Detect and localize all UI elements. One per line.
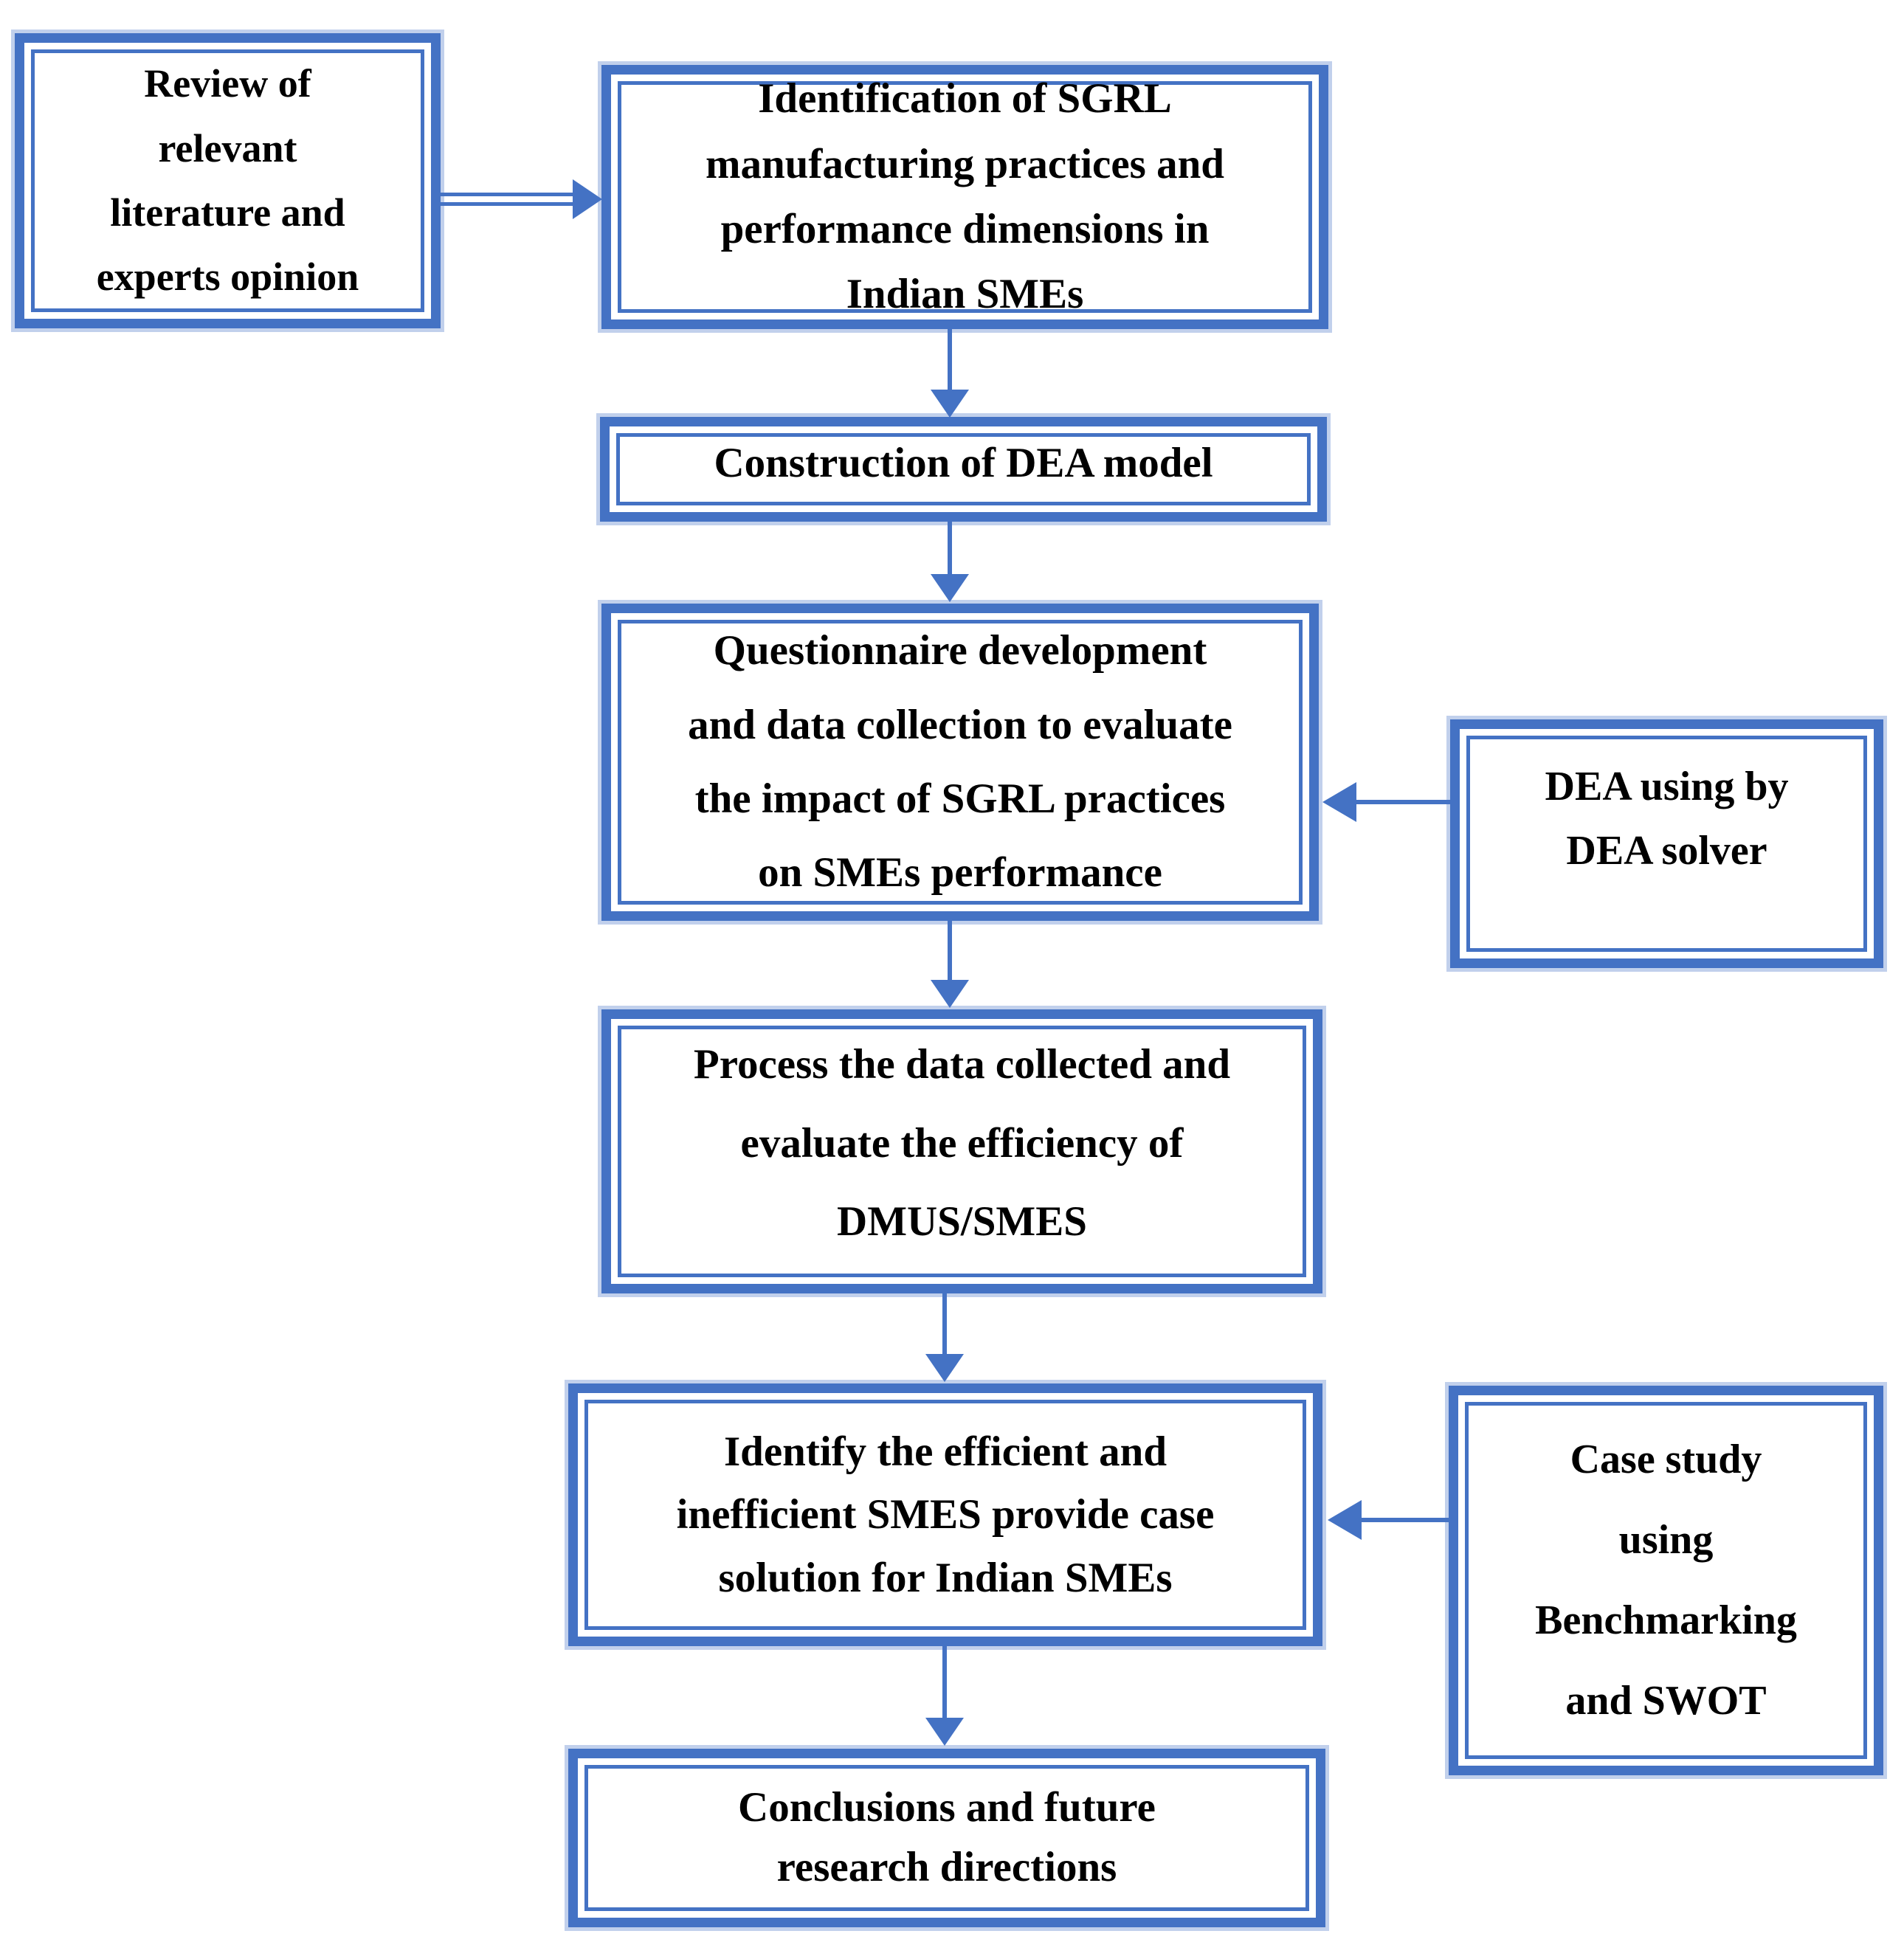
arrow-identification-to-construction-line bbox=[948, 328, 952, 393]
arrow-case-study-to-identify-head-icon bbox=[1328, 1500, 1362, 1540]
arrow-identification-to-construction-head-icon bbox=[931, 390, 969, 418]
box-text: DEA using by DEA solver bbox=[1545, 763, 1789, 874]
box-text: Review of relevant literature and expert… bbox=[96, 61, 359, 300]
box-text: Process the data collected and evaluate … bbox=[693, 1041, 1231, 1245]
box-text: Identification of SGRL manufacturing pra… bbox=[706, 75, 1224, 318]
arrow-review-to-identification-head-icon bbox=[573, 179, 602, 219]
box-inner-border: Identify the efficient and inefficient S… bbox=[584, 1400, 1306, 1630]
box-text: Construction of DEA model bbox=[714, 439, 1213, 486]
arrow-dea-solver-to-questionnaire-line bbox=[1356, 800, 1450, 804]
box-text: Case study using Benchmarking and SWOT bbox=[1535, 1436, 1797, 1724]
arrow-dea-solver-to-questionnaire-head-icon bbox=[1322, 782, 1356, 822]
box-text: Conclusions and future research directio… bbox=[738, 1784, 1156, 1890]
flowchart-box-conclusions: Conclusions and future research directio… bbox=[568, 1749, 1325, 1927]
arrow-review-to-identification-line-top bbox=[441, 193, 581, 196]
box-text: Identify the efficient and inefficient S… bbox=[676, 1428, 1215, 1601]
flowchart-box-identification-sgrl: Identification of SGRL manufacturing pra… bbox=[601, 65, 1328, 329]
flowchart-box-case-study-swot: Case study using Benchmarking and SWOT bbox=[1449, 1386, 1883, 1775]
flowchart-box-identify-efficient-smes: Identify the efficient and inefficient S… bbox=[568, 1383, 1322, 1646]
flowchart-box-review-literature: Review of relevant literature and expert… bbox=[15, 33, 441, 328]
box-inner-border: Review of relevant literature and expert… bbox=[31, 49, 424, 312]
flowchart-box-questionnaire-development: Questionnaire development and data colle… bbox=[601, 604, 1319, 921]
box-inner-border: Case study using Benchmarking and SWOT bbox=[1465, 1402, 1867, 1759]
arrow-construction-to-questionnaire-head-icon bbox=[931, 574, 969, 602]
arrow-identify-to-conclusions-line bbox=[942, 1645, 947, 1721]
box-inner-border: DEA using by DEA solver bbox=[1466, 736, 1867, 952]
box-text: Questionnaire development and data colle… bbox=[688, 627, 1232, 896]
arrow-questionnaire-to-process-line bbox=[948, 921, 952, 984]
flowchart-box-dea-solver: DEA using by DEA solver bbox=[1450, 719, 1883, 968]
arrow-identify-to-conclusions-head-icon bbox=[925, 1718, 964, 1746]
arrow-review-to-identification-line-bottom bbox=[441, 202, 581, 206]
arrow-construction-to-questionnaire-line bbox=[948, 520, 952, 578]
box-inner-border: Construction of DEA model bbox=[616, 433, 1311, 505]
box-inner-border: Questionnaire development and data colle… bbox=[618, 620, 1303, 905]
box-inner-border: Conclusions and future research directio… bbox=[584, 1765, 1309, 1911]
flowchart-box-process-data: Process the data collected and evaluate … bbox=[601, 1009, 1322, 1293]
arrow-case-study-to-identify-line bbox=[1362, 1518, 1450, 1522]
box-inner-border: Process the data collected and evaluate … bbox=[618, 1026, 1306, 1277]
flowchart-box-construction-dea-model: Construction of DEA model bbox=[600, 417, 1327, 522]
arrow-process-to-identify-head-icon bbox=[925, 1354, 964, 1382]
arrow-questionnaire-to-process-head-icon bbox=[931, 980, 969, 1008]
box-inner-border: Identification of SGRL manufacturing pra… bbox=[618, 75, 1312, 317]
arrow-process-to-identify-line bbox=[942, 1293, 947, 1358]
